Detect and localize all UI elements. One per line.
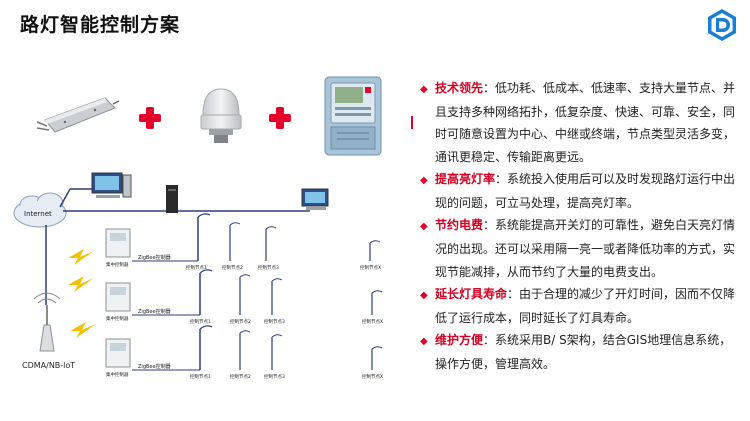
node-label: 控制节点X [362, 318, 383, 325]
node-label: 控制节点3 [264, 318, 285, 325]
company-logo-icon [705, 8, 739, 42]
page-title: 路灯智能控制方案 [20, 10, 180, 37]
concentrator-label: 集中控制器 [106, 315, 129, 322]
feature-separator: ： [483, 333, 495, 347]
diamond-bullet-icon: ◆ [420, 79, 435, 101]
cdma-tower-icon [34, 293, 60, 351]
zigbee-label: ZigBee控制器 [138, 363, 171, 370]
node-label: 控制节点1 [186, 264, 207, 271]
feature-item: ◆维护方便：系统采用B/ S架构，结合GIS地理信息系统，操作方便，管理高效。 [420, 329, 742, 375]
control-row-2: 集中控制器 ZigBee控制器 控制节点1 控制节点2 控制节点3 控制节点X [106, 270, 383, 325]
cdma-label: CDMA/NB-loT [22, 361, 75, 370]
feature-separator: ： [507, 287, 519, 301]
control-row-3: 集中控制器 ZigBee控制器 控制节点1 控制节点2 控制节点3 控制节点X [106, 326, 383, 380]
node-label: 控制节点2 [222, 264, 243, 271]
led-driver-image [35, 92, 120, 142]
feature-item: ◆提高亮灯率：系统投入使用后可以及时发现路灯运行中出现的问题，可立马处理，提高亮… [420, 168, 742, 214]
node-label: 控制节点2 [230, 373, 251, 380]
feature-separator: ： [495, 172, 507, 186]
light-controller-image [195, 85, 247, 147]
diamond-bullet-icon: ◆ [420, 170, 435, 192]
feature-list: ◆技术领先：低功耗、低成本、低速率、支持大量节点、并且支持多种网络拓扑，低复杂度… [420, 77, 742, 376]
node-label: 控制节点1 [190, 318, 211, 325]
feature-title: 维护方便 [435, 333, 483, 347]
zigbee-label: ZigBee控制器 [138, 254, 171, 261]
feature-item: ◆节约电费：系统能提高开关灯的可靠性，避免白天亮灯情况的出现。还可以采用隔一亮一… [420, 214, 742, 283]
feature-title: 延长灯具寿命 [435, 287, 507, 301]
feature-separator: ： [483, 218, 495, 232]
network-diagram: Internet CDMA/NB-loT 集中控制器 ZigBee控制器 [10, 165, 405, 385]
diamond-bullet-icon: ◆ [420, 216, 435, 238]
server-icon [166, 185, 178, 213]
node-label: 控制节点3 [258, 264, 279, 271]
feature-separator: ： [483, 81, 495, 95]
node-label: 控制节点1 [190, 373, 211, 380]
slide-marker [411, 116, 413, 129]
node-label: 控制节点X [362, 373, 383, 380]
plus-icon [269, 107, 291, 129]
concentrator-label: 集中控制器 [106, 371, 129, 378]
feature-title: 提高亮灯率 [435, 172, 495, 186]
control-row-1: 集中控制器 ZigBee控制器 控制节点1 控制节点2 控制节点3 控制节点X [106, 214, 381, 271]
node-label: 控制节点X [360, 264, 381, 271]
wireless-bolt-icon [68, 276, 94, 292]
concentrator-label: 集中控制器 [106, 261, 129, 268]
node-label: 控制节点3 [264, 373, 285, 380]
wireless-bolt-icon [70, 322, 96, 338]
plus-icon [139, 107, 161, 129]
monitor-icon [92, 173, 131, 198]
wireless-bolt-icon [68, 249, 94, 265]
feature-item: ◆技术领先：低功耗、低成本、低速率、支持大量节点、并且支持多种网络拓扑，低复杂度… [420, 77, 742, 168]
zigbee-label: ZigBee控制器 [138, 308, 171, 315]
node-label: 控制节点2 [230, 318, 251, 325]
monitor-icon [302, 189, 328, 210]
feature-item: ◆延长灯具寿命：由于合理的减少了开灯时间，因而不仅降低了运行成本，同时延长了灯具… [420, 283, 742, 329]
internet-label: Internet [24, 210, 52, 218]
concentrator-meter-image [323, 75, 383, 157]
diamond-bullet-icon: ◆ [420, 331, 435, 353]
feature-title: 技术领先 [435, 81, 483, 95]
feature-title: 节约电费 [435, 218, 483, 232]
diamond-bullet-icon: ◆ [420, 285, 435, 307]
